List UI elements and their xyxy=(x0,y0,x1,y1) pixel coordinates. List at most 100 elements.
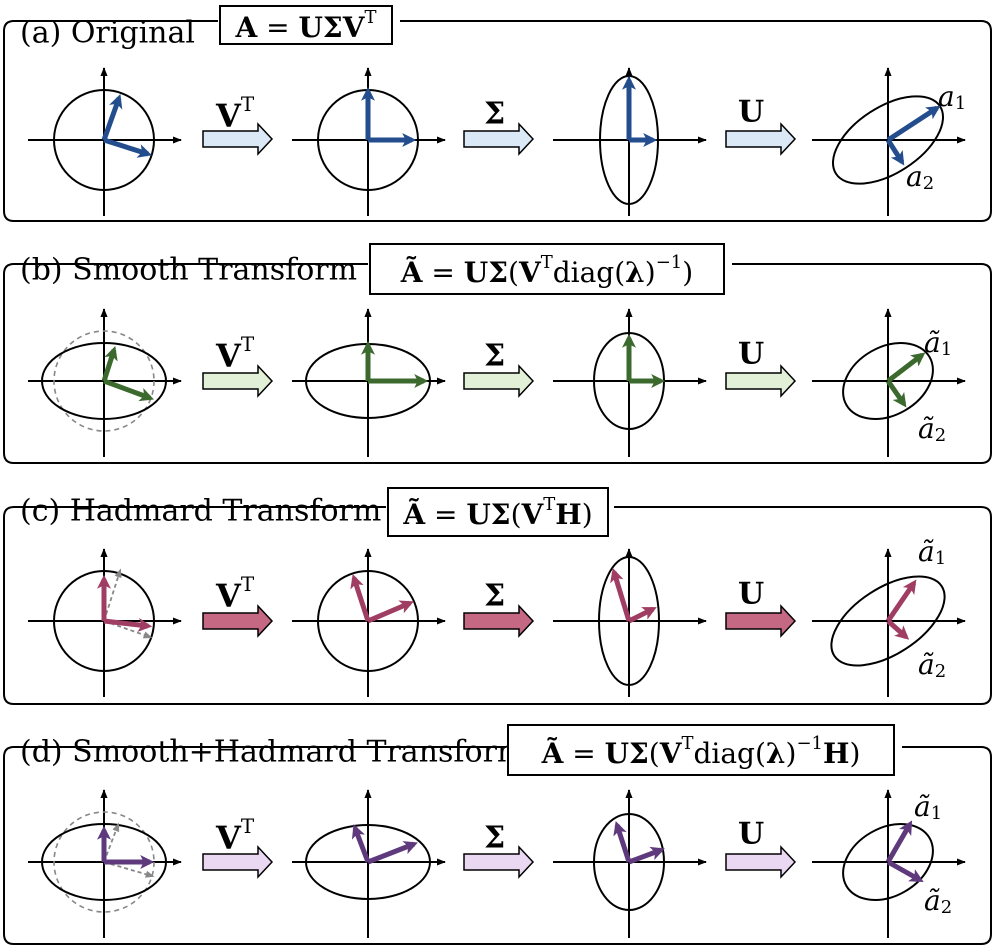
formula-part: V xyxy=(518,256,542,289)
formula-part: ) xyxy=(786,737,797,770)
panel-title: (b) Smooth Transform xyxy=(20,253,357,288)
formula-part: ( xyxy=(511,498,522,531)
transform-arrow-sigma: Σ xyxy=(463,97,535,156)
formula-part: ( xyxy=(508,256,519,289)
panel-frame xyxy=(3,263,992,464)
panel-c: (c) Hadmard Transform Ã = UΣ(VTH) VT Σ xyxy=(3,487,992,705)
transform-arrow-u: U xyxy=(725,337,797,398)
formula-part: V xyxy=(659,737,683,770)
transform-arrow-vt: VT xyxy=(202,332,274,398)
stage-input xyxy=(28,789,182,938)
transform-arrow-sigma: Σ xyxy=(463,821,535,879)
op-label: U xyxy=(738,817,764,852)
output-label-a1: a1 xyxy=(938,80,966,114)
op-label: VT xyxy=(215,814,255,857)
op-label: Σ xyxy=(484,579,505,614)
formula-part: UΣ xyxy=(605,737,649,770)
stage-input xyxy=(28,308,182,457)
formula-part: −1 xyxy=(656,252,683,273)
vector-v1 xyxy=(101,94,123,141)
formula-part: = xyxy=(563,737,604,770)
formula-box xyxy=(369,243,725,295)
formula-part: diag( xyxy=(693,737,765,770)
op-label: Σ xyxy=(484,339,505,374)
panel-d: (d) Smooth+Hadmard Transform Ã = UΣ(VTd… xyxy=(3,724,992,945)
op-label: U xyxy=(738,95,764,130)
formula-part: UΣ xyxy=(464,256,508,289)
panel-title: (a) Original xyxy=(20,16,195,51)
transform-arrow-vt: VT xyxy=(202,814,274,879)
transform-arrow-vt: VT xyxy=(202,92,274,156)
stage-rotated xyxy=(292,67,446,216)
stage-scaled xyxy=(553,308,707,457)
stage-scaled xyxy=(553,548,707,697)
transform-arrow-sigma: Σ xyxy=(463,339,535,398)
formula: A = UΣVT xyxy=(235,7,377,44)
formula-part: = xyxy=(423,256,464,289)
output-label-a1: ã1 xyxy=(918,535,946,569)
formula-part: = xyxy=(425,498,466,531)
formula-part: H xyxy=(555,498,581,531)
formula-part: ) xyxy=(645,256,656,289)
formula-box xyxy=(219,5,393,45)
output-label-a2: ã2 xyxy=(918,648,946,682)
formula-part: ) xyxy=(849,737,860,770)
formula-part: λ xyxy=(766,737,786,770)
stage-output: ã1 ã2 xyxy=(812,535,966,697)
formula-part: diag( xyxy=(553,256,625,289)
op-label: U xyxy=(738,337,764,372)
original-circle-guide xyxy=(53,330,155,432)
transform-arrow-sigma: Σ xyxy=(463,579,535,638)
unit-circle xyxy=(53,89,155,191)
formula-part: Ã xyxy=(541,737,565,770)
panel-b: (b) Smooth Transform Ã = UΣ(VTdiag(λ)−1… xyxy=(3,243,992,464)
panel-a: (a) Original A = UΣVT VT Σ xyxy=(3,5,992,222)
formula-part: UΣ xyxy=(466,498,510,531)
panel-frame xyxy=(3,746,992,945)
panel-title: (d) Smooth+Hadmard Transform xyxy=(20,735,525,770)
formula-part: ( xyxy=(649,737,660,770)
output-label-a2: ã2 xyxy=(918,412,946,446)
formula: Ã = UΣ(VTdiag(λ)−1) xyxy=(400,252,693,289)
panel-frame xyxy=(3,20,992,222)
stage-output: a1 a2 xyxy=(812,67,966,216)
vector-v2 xyxy=(103,137,153,158)
output-label-a2: ã2 xyxy=(924,884,952,918)
op-label: Σ xyxy=(484,97,505,132)
op-label: Σ xyxy=(484,821,505,856)
panel-title: (c) Hadmard Transform xyxy=(20,494,381,529)
transform-arrow-u: U xyxy=(725,817,797,879)
formula-part: ) xyxy=(582,498,593,531)
formula: Ã = UΣ(VTdiag(λ)−1H) xyxy=(541,733,861,770)
formula: Ã = UΣ(VTH) xyxy=(402,494,592,531)
formula-part: Ã xyxy=(400,256,424,289)
stage-output: ã1 ã2 xyxy=(812,789,966,938)
op-label: U xyxy=(738,577,764,612)
stage-rotated xyxy=(292,789,446,938)
stage-scaled xyxy=(553,67,707,216)
hadamard-guide-1 xyxy=(103,568,122,622)
formula-part: T xyxy=(541,252,553,273)
output-label-a1: ã1 xyxy=(914,790,942,824)
stage-scaled xyxy=(553,789,707,938)
formula-part: −1 xyxy=(796,733,823,754)
op-label: VT xyxy=(215,332,255,375)
formula-part: T xyxy=(364,7,376,28)
formula-part: H xyxy=(823,737,849,770)
output-label-a2: a2 xyxy=(906,160,934,194)
op-label: VT xyxy=(215,92,255,135)
formula-part: T xyxy=(681,733,693,754)
stage-output: ã1 ã2 xyxy=(812,308,966,457)
formula-part: ) xyxy=(682,256,693,289)
formula-part: T xyxy=(543,494,555,515)
formula-part: V xyxy=(521,498,545,531)
panel-frame xyxy=(3,506,992,705)
transform-arrow-u: U xyxy=(725,95,797,156)
formula-part: A xyxy=(235,11,259,44)
stage-input xyxy=(28,548,182,697)
formula-part: λ xyxy=(625,256,645,289)
formula-part: Ã xyxy=(402,498,426,531)
stage-rotated xyxy=(292,548,446,697)
op-label: VT xyxy=(215,572,255,615)
